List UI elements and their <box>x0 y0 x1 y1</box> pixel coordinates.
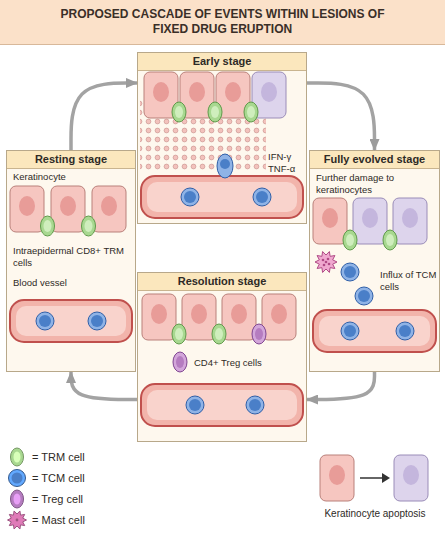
legend-label: = Treg cell <box>32 493 83 505</box>
stage-heading: Resting stage <box>7 151 135 169</box>
stage-panel: Fully evolved stageFurther damage to ker… <box>309 150 440 372</box>
transition-arrowhead <box>382 473 390 483</box>
legend-label: = Mast cell <box>32 514 85 526</box>
annotation-label: Keratinocyte <box>13 171 131 183</box>
stage-panel: Resting stageKeratinocyteIntraepidermal … <box>6 150 136 372</box>
annotation-label: Blood vessel <box>13 277 131 289</box>
figure-title: PROPOSED CASCADE OF EVENTS WITHIN LESION… <box>0 0 445 45</box>
legend-row: = TCM cell <box>6 468 85 488</box>
cycle-arrow <box>307 372 375 400</box>
annotation-label: TNF-α <box>268 163 308 175</box>
legend-row: = Treg cell <box>6 489 83 509</box>
annotation-label: IFN-γ <box>268 151 308 163</box>
legend-row: = TRM cell <box>6 447 85 467</box>
legend-label: = TCM cell <box>32 472 85 484</box>
stage-heading: Early stage <box>138 53 306 71</box>
legend-swatch <box>6 489 28 509</box>
stage-panel: Resolution stageCD4+ Treg cells <box>137 272 307 442</box>
annotation-label: Influx of TCM cells <box>380 269 438 292</box>
legend-swatch <box>6 510 28 530</box>
legend-label: = TRM cell <box>32 451 85 463</box>
keratinocyte-cell <box>320 455 354 501</box>
legend-swatch <box>6 447 28 467</box>
annotation-label: CD4+ Treg cells <box>194 357 302 369</box>
stage-panel: Early stageIFN-γTNF-α <box>137 52 307 224</box>
legend-swatch <box>6 468 28 488</box>
legend-row: = Mast cell <box>6 510 85 530</box>
cycle-arrow <box>307 83 375 150</box>
stage-heading: Fully evolved stage <box>310 151 439 169</box>
annotation-label: Intraepidermal CD8+ TRM cells <box>13 245 133 268</box>
transition-arrow <box>360 477 383 479</box>
annotation-label: Further damage to keratinocytes <box>316 172 436 195</box>
apoptotic-keratinocyte <box>394 455 428 501</box>
cycle-arrow <box>71 372 137 400</box>
caption-label: Keratinocyte apoptosis <box>310 508 440 520</box>
cycle-arrow <box>71 83 137 150</box>
stage-heading: Resolution stage <box>138 273 306 291</box>
